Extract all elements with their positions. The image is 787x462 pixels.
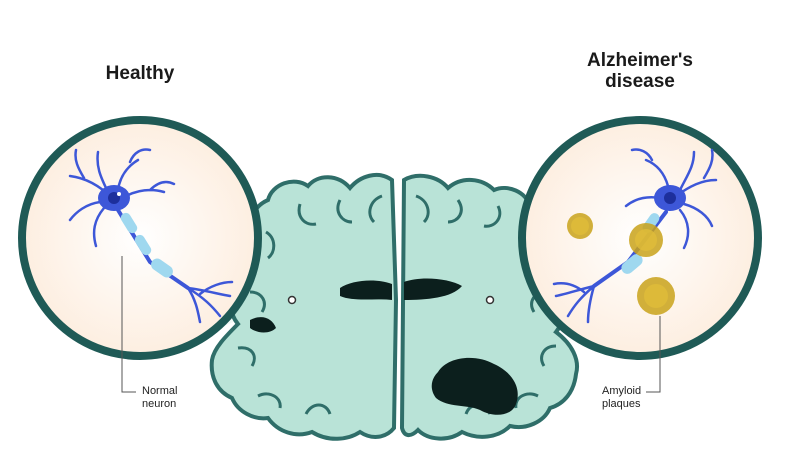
healthy-magnifier [18, 116, 262, 360]
alzheimers-title-line1: Alzheimer's [587, 50, 693, 71]
normal-neuron-label-line1: Normal [142, 385, 178, 397]
amyloid-plaque [571, 217, 589, 235]
amyloid-plaque [644, 284, 668, 308]
alzheimers-neuron-nucleus [664, 192, 676, 204]
amyloid-plaques-label-line2: plaques [602, 398, 641, 410]
left-sample-point [287, 295, 297, 305]
myelin-segment [134, 234, 152, 256]
right-sample-point [485, 295, 495, 305]
myelin-segment [151, 258, 173, 278]
alzheimers-title: Alzheimer's disease [560, 50, 720, 92]
amyloid-plaques-leader [646, 316, 661, 393]
myelin-segment [621, 254, 643, 274]
healthy-neuron-nucleus [108, 192, 120, 204]
right-ventricle [404, 278, 462, 300]
alzheimers-magnifier [518, 116, 762, 360]
amyloid-plaques-label: Amyloid plaques [602, 385, 641, 411]
left-sulcus [250, 317, 276, 333]
enlarged-ventricle [431, 357, 518, 415]
normal-neuron-leader [121, 256, 136, 393]
healthy-title: Healthy [105, 63, 175, 84]
normal-neuron-label: Normal neuron [142, 385, 177, 411]
left-gyri [237, 194, 383, 415]
alzheimers-title-line2: disease [605, 71, 675, 92]
left-ventricle [340, 280, 392, 300]
normal-neuron-label-line2: neuron [142, 398, 177, 410]
amyloid-plaques-label-line1: Amyloid [602, 385, 642, 397]
amyloid-plaques [567, 213, 675, 315]
amyloid-plaque [635, 229, 657, 251]
nucleus-highlight [117, 192, 121, 196]
myelin-segment [120, 212, 138, 234]
